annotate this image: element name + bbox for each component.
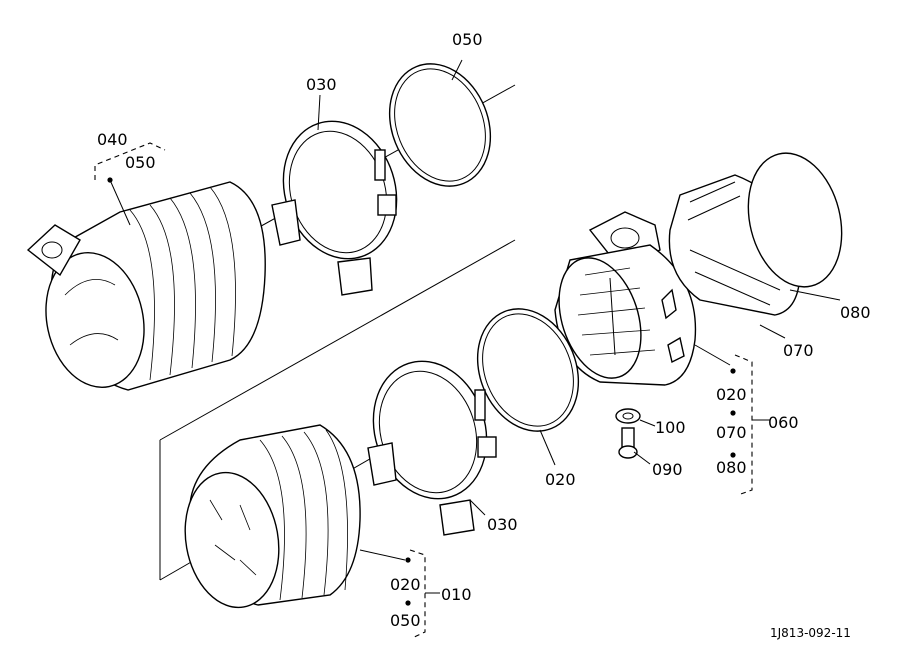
gasket-ring-top (388, 63, 492, 187)
washer-100 (615, 408, 641, 424)
callout-010: 010 (441, 585, 472, 604)
band-clamp-bottom (367, 360, 497, 536)
band-clamp-top (271, 120, 398, 296)
gasket-ring-bottom (476, 308, 580, 432)
callout-070-right: 070 (783, 341, 814, 360)
callout-100: 100 (655, 418, 686, 437)
callout-010-050: 050 (390, 611, 421, 630)
callout-060-020: 020 (716, 385, 747, 404)
figure-id: 1J813-092-11 (770, 626, 851, 640)
outlet-housing (554, 211, 697, 386)
callout-020-mid: 020 (545, 470, 576, 489)
cover-shield (668, 152, 843, 316)
callout-060-070: 070 (716, 423, 747, 442)
leader-lines (109, 59, 841, 561)
callout-050-top: 050 (452, 30, 483, 49)
callout-030-bottom: 030 (487, 515, 518, 534)
muffler-body-top (26, 181, 266, 391)
callout-080-right: 080 (840, 303, 871, 322)
filter-cartridge (184, 424, 361, 609)
callout-030-top: 030 (306, 75, 337, 94)
callout-090: 090 (652, 460, 683, 479)
callout-040: 040 (97, 130, 128, 149)
bolt-090 (618, 427, 638, 459)
callout-010-020: 020 (390, 575, 421, 594)
group-bracket-060 (730, 354, 770, 496)
group-bracket-040 (94, 142, 166, 183)
callout-050-left: 050 (125, 153, 156, 172)
group-bracket-010 (405, 549, 440, 639)
callout-060: 060 (768, 413, 799, 432)
callout-060-080: 080 (716, 458, 747, 477)
